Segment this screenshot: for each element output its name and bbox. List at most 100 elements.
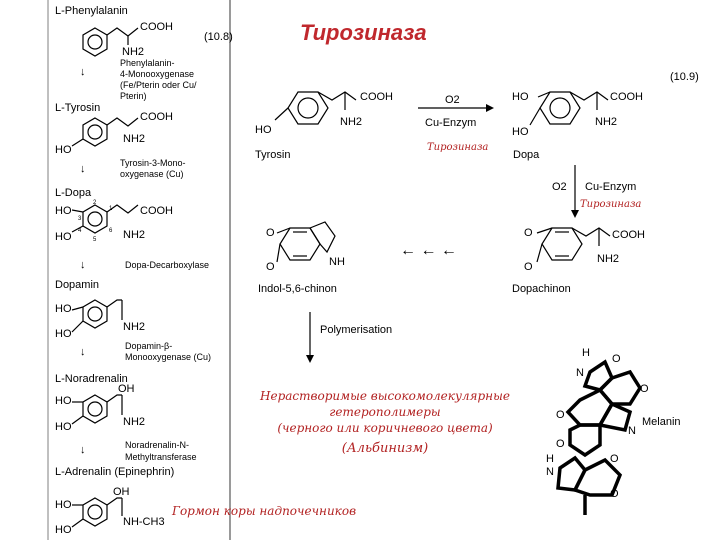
- ring-aromatic-circle: [87, 124, 103, 140]
- group-nh2: NH2: [340, 116, 362, 128]
- carbonyl-bond: [276, 227, 291, 234]
- group-oh: OH: [118, 383, 135, 395]
- ring-position-label: 6: [109, 228, 113, 234]
- group-o: O: [556, 438, 565, 450]
- group-ho: HO: [55, 499, 72, 511]
- melanin-ring-middle: [565, 387, 615, 427]
- group-ho: HO: [55, 421, 72, 433]
- hydroxyl-bond: [71, 138, 84, 147]
- arrows-to-indolchinon: ← ← ←: [400, 242, 457, 259]
- ring-aromatic-circle: [87, 306, 103, 322]
- benzene-ring-noradrenalin: [82, 394, 108, 424]
- hydroxyl-bond: [71, 518, 84, 528]
- group-o: O: [266, 227, 275, 239]
- ring-aromatic-circle: [549, 97, 571, 119]
- group-cooh: COOH: [360, 91, 393, 103]
- group-cooh: COOH: [140, 21, 173, 33]
- reaction-number-10-8: (10.8): [204, 31, 233, 43]
- side-chain-bonds: [569, 91, 609, 101]
- melanin-structure: H N O O O O N H N O O Melanin: [546, 347, 681, 515]
- ring-aromatic-circle: [87, 401, 103, 417]
- group-nhch3: NH-CH3: [123, 516, 165, 528]
- side-chain-bonds: [317, 91, 357, 101]
- group-nh2: NH2: [123, 416, 145, 428]
- arrowhead-polymerisation: [306, 355, 314, 363]
- carbonyl-bond: [276, 243, 281, 263]
- group-nh2: NH2: [123, 321, 145, 333]
- label-indolchinon: Indol-5,6-chinon: [258, 283, 337, 295]
- compound-name-dopamin: Dopamin: [55, 279, 99, 291]
- group-ho: HO: [512, 91, 529, 103]
- caption-heteropolymers: Нерастворимые высокомолекулярные гетероп…: [259, 389, 510, 456]
- side-chain-bonds: [106, 27, 139, 37]
- benzene-ring-dopa-main: [539, 91, 581, 125]
- side-chain-bonds: [106, 117, 139, 127]
- caption-adrenal: Гормон коры надпочечников: [171, 504, 356, 518]
- side-chain-bonds: [106, 204, 139, 214]
- group-nh2: NH2: [123, 229, 145, 241]
- group-ho: HO: [55, 524, 72, 536]
- arrowhead-1: [486, 104, 494, 112]
- melanin-ring-bottom: [572, 457, 623, 497]
- enzyme-4-line-2: Monooxygenase (Cu): [125, 352, 211, 362]
- compound-name-dopa: L-Dopa: [55, 187, 92, 199]
- group-o: O: [612, 353, 621, 365]
- arrowhead-2: [571, 210, 579, 218]
- enzyme-1-line-2: 4-Monooxygenase: [120, 69, 194, 79]
- label-dopachinon: Dopachinon: [512, 283, 571, 295]
- ring-position-label: 4: [78, 228, 82, 234]
- enzyme-1-line-4: Pterin): [120, 91, 147, 101]
- enzyme-1-line-1: Phenylalanin-: [120, 58, 175, 68]
- caption-line-1: Нерастворимые высокомолекулярные: [259, 389, 510, 403]
- group-n: N: [546, 466, 554, 478]
- group-o: O: [610, 453, 619, 465]
- label-dopa: Dopa: [513, 149, 540, 161]
- hydroxyl-bond: [537, 91, 551, 98]
- hydroxyl-bond: [71, 225, 84, 233]
- side-chain-bonds: [106, 394, 122, 403]
- group-o: O: [610, 488, 619, 500]
- enzyme-1-line-3: (Fe/Pterin oder Cu/: [120, 80, 197, 90]
- group-nh2: NH2: [122, 46, 144, 58]
- ring-aromatic-circle: [87, 34, 103, 50]
- melanin-pyrrole-bottom: [556, 455, 588, 492]
- benzene-ring-phenylalanin: [82, 27, 108, 57]
- group-cooh: COOH: [140, 205, 173, 217]
- group-n: N: [628, 425, 636, 437]
- reaction-dopa-to-dopachinon: O2 Cu-Enzym Тирозиназа: [552, 165, 641, 218]
- group-oh: OH: [113, 486, 130, 498]
- compound-name-phenylalanin: L-Phenylalanin: [55, 5, 128, 17]
- reaction-tyrosin-to-dopa: COOH NH2 HO Tyrosin O2 Cu-Enzym Тирозина…: [255, 91, 643, 161]
- ring-position-label: 2: [93, 200, 97, 206]
- hydroxyl-bond: [529, 107, 541, 126]
- hydroxyl-bond: [71, 209, 84, 213]
- quinone-ring-indolchinon: [279, 227, 321, 261]
- enzyme-3-line-1: Dopa-Decarboxylase: [125, 260, 209, 270]
- arrow-down-5: ↓: [80, 444, 86, 456]
- label-tyrosin: Tyrosin: [255, 149, 290, 161]
- label-o2: O2: [445, 94, 460, 106]
- benzene-ring-tyrosin: [82, 117, 108, 147]
- hydroxyl-bond: [71, 415, 84, 425]
- benzene-ring-dopamin: [82, 299, 108, 329]
- group-nh: NH: [329, 256, 345, 268]
- enzyme-5-line-1: Noradrenalin-N-: [125, 440, 189, 450]
- group-nh2: NH2: [123, 133, 145, 145]
- label-polymerisation: Polymerisation: [320, 324, 392, 336]
- group-ho: HO: [55, 144, 72, 156]
- benzene-ring-adrenalin: [82, 497, 108, 527]
- enzyme-2-line-2: oxygenase (Cu): [120, 169, 184, 179]
- melanin-pyrrole-top: [582, 359, 615, 392]
- group-ho: HO: [255, 124, 272, 136]
- group-nh2: NH2: [595, 116, 617, 128]
- group-h: H: [582, 347, 590, 359]
- enzyme-2-line-1: Tyrosin-3-Mono-: [120, 158, 186, 168]
- group-o: O: [640, 383, 649, 395]
- hydroxyl-bond: [71, 320, 84, 333]
- caption-line-3: (черного или коричневого цвета): [277, 421, 493, 435]
- group-ho: HO: [512, 126, 529, 138]
- dopachinon-structure: COOH NH2 O O Dopachinon: [512, 227, 645, 295]
- group-cooh: COOH: [610, 91, 643, 103]
- group-o: O: [266, 261, 275, 273]
